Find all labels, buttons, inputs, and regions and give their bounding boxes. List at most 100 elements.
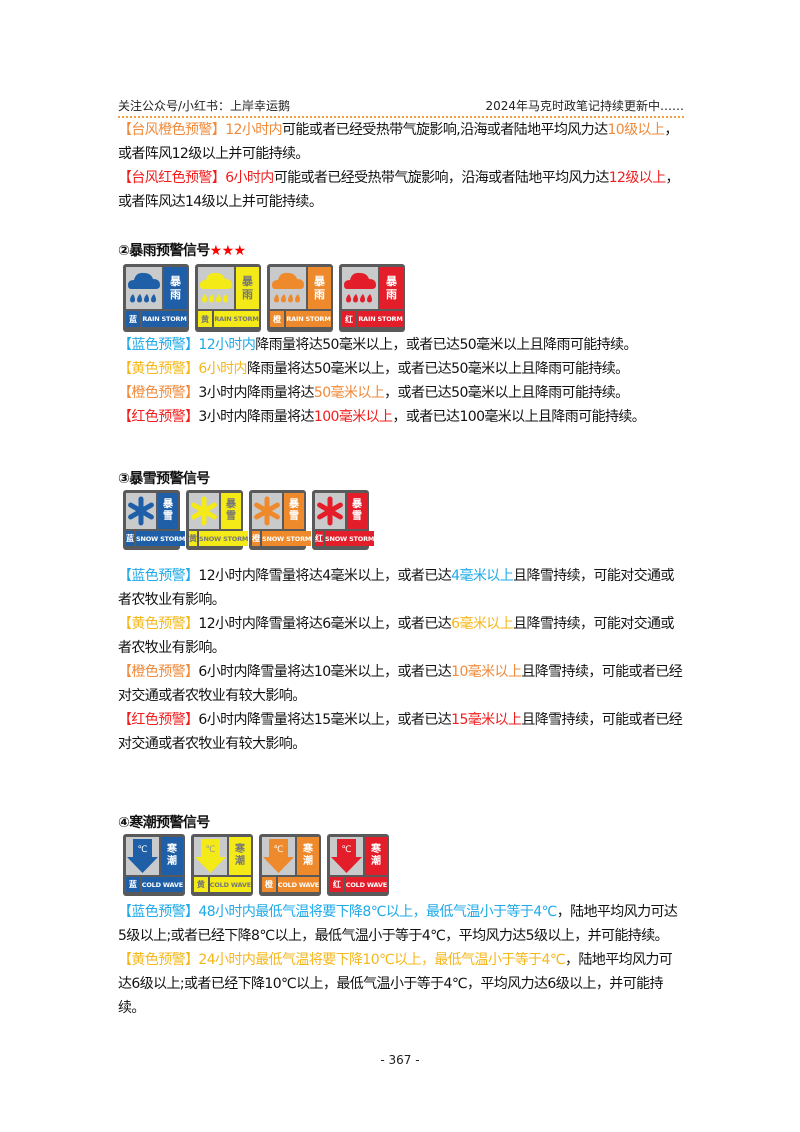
rainstorm-orange-signal-icon: 暴雨 橙 RAIN STORM	[267, 264, 333, 332]
typhoon-red-paragraph: 【台风红色预警】6小时内可能或者已经受热带气旋影响，沿海或者陆地平均风力达12级…	[118, 166, 684, 214]
svg-text:℃: ℃	[137, 845, 147, 855]
signal-level-cn: 蓝	[126, 311, 140, 327]
snowstorm-red-paragraph: 【红色预警】6小时内降雪量将达15毫米以上，或者已达15毫米以上且降雪持续，可能…	[118, 708, 684, 756]
snowstorm-orange-paragraph: 【橙色预警】6小时内降雪量将达10毫米以上，或者已达10毫米以上且降雪持续，可能…	[118, 660, 684, 708]
warning-text: ，或者已达50毫米以上且降雨可能持续。	[384, 385, 629, 401]
signal-name-cn: 暴雪	[347, 493, 367, 529]
signal-name-cn: 寒潮	[365, 837, 387, 875]
svg-text:℃: ℃	[205, 845, 215, 855]
signal-level-cn: 橙	[270, 311, 284, 327]
header-right-text: 2024年马克时政笔记持续更新中……	[485, 98, 684, 113]
warning-text: 12小时内降雪量将达6毫米以上，或者已达	[198, 616, 452, 632]
warning-highlight: 4毫米以上	[451, 568, 514, 584]
page-number: - 367 -	[380, 1053, 420, 1067]
rain-cloud-icon	[198, 267, 234, 309]
signal-level-bar: 红 RAIN STORM	[342, 311, 403, 327]
warning-text: 且降雪持续，可能或者已经对交通或者农牧业有较大影响。	[118, 664, 683, 704]
warning-highlight: 6毫米以上	[451, 616, 514, 632]
signal-level-cn: 黄	[198, 311, 212, 327]
coldwave-blue-paragraph: 【蓝色预警】48小时内最低气温将要下降8℃以上，最低气温小于等于4℃，陆地平均风…	[118, 900, 684, 948]
signal-name-cn: 寒潮	[161, 837, 183, 875]
signal-level-bar: 蓝 COLD WAVE	[126, 877, 183, 892]
signal-level-bar: 黄 COLD WAVE	[194, 877, 251, 892]
signal-level-cn: 蓝	[126, 531, 134, 546]
warning-highlight: 15毫米以上	[451, 712, 522, 728]
temperature-down-arrow-icon: ℃	[262, 837, 295, 875]
warning-text: 降雨量将达50毫米以上，或者已达50毫米以上且降雨可能持续。	[246, 361, 629, 377]
signal-name-en: SNOW STORM	[262, 531, 311, 546]
signal-level-bar: 橙 SNOW STORM	[252, 531, 311, 546]
rain-cloud-icon	[270, 267, 306, 309]
coldwave-red-signal-icon: ℃ 寒潮 红 COLD WAVE	[327, 834, 389, 896]
section-title-text: ④寒潮预警信号	[118, 815, 210, 831]
warning-tag: 【黄色预警】	[118, 952, 199, 968]
signal-name-cn: 寒潮	[229, 837, 251, 875]
signal-name-cn: 暴雨	[164, 267, 187, 309]
snowstorm-orange-signal-icon: 暴雪 橙 SNOW STORM	[249, 490, 311, 550]
signal-name-en: RAIN STORM	[142, 311, 187, 327]
signal-level-cn: 蓝	[126, 877, 140, 892]
signal-level-bar: 蓝 RAIN STORM	[126, 311, 187, 327]
warning-text: 且降雪持续，可能或者已经对交通或者农牧业有较大影响。	[118, 712, 683, 752]
warning-tag: 【蓝色预警】	[118, 568, 199, 584]
rainstorm-red-signal-icon: 暴雨 红 RAIN STORM	[339, 264, 405, 332]
svg-text:℃: ℃	[341, 845, 351, 855]
snowflake-icon	[189, 493, 219, 529]
warning-text: 降雨量将达50毫米以上，或者已达50毫米以上且降雨可能持续。	[255, 337, 637, 353]
warning-text: 且降雪持续，可能对交通或者农牧业有影响。	[118, 616, 674, 656]
warning-tag: 【蓝色预警】	[118, 337, 199, 353]
warning-text: ，陆地平均风力可达6级以上;或者已经下降10℃以上，最低气温小于等于4℃，平均风…	[118, 952, 673, 1016]
signal-name-en: SNOW STORM	[199, 531, 248, 546]
coldwave-yellow-paragraph: 【黄色预警】24小时内最低气温将要下降10℃以上，最低气温小于等于4℃，陆地平均…	[118, 948, 684, 1020]
snowstorm-yellow-signal-icon: 暴雪 黄 SNOW STORM	[186, 490, 248, 550]
section-title-text: ③暴雪预警信号	[118, 471, 210, 487]
coldwave-blue-signal-icon: ℃ 寒潮 蓝 COLD WAVE	[123, 834, 185, 896]
signal-name-en: COLD WAVE	[209, 877, 251, 892]
warning-text: 12小时内降雪量将达4毫米以上，或者已达	[198, 568, 452, 584]
signal-name-cn: 寒潮	[297, 837, 319, 875]
snowstorm-signal-icons: 暴雪 蓝 SNOW STORM 暴雪 黄 SNOW STORM 暴雪 橙 SN	[123, 490, 374, 550]
rainstorm-section-title: ②暴雨预警信号★★★	[118, 240, 246, 260]
warning-text: ，陆地平均风力可达5级以上;或者已经下降8℃以上，最低气温小于等于4℃，平均风力…	[118, 904, 678, 944]
warning-text: 可能或者已经受热带气旋影响，沿海或者陆地平均风力达	[273, 170, 610, 186]
warning-tag: 【蓝色预警】	[118, 904, 199, 920]
signal-level-cn: 橙	[262, 877, 276, 892]
warning-tag: 【台风红色预警】	[118, 170, 226, 186]
signal-level-bar: 红 COLD WAVE	[330, 877, 387, 892]
signal-level-bar: 红 SNOW STORM	[315, 531, 374, 546]
signal-level-cn: 黄	[194, 877, 208, 892]
warning-highlight: 24小时内最低气温将要下降10℃以上，最低气温小于等于4℃	[198, 952, 565, 968]
warning-tag: 【橙色预警】	[118, 385, 199, 401]
rainstorm-blue-paragraph: 【蓝色预警】12小时内降雨量将达50毫米以上，或者已达50毫米以上且降雨可能持续…	[118, 333, 684, 357]
signal-level-cn: 橙	[252, 531, 260, 546]
header-divider	[118, 116, 684, 118]
temperature-down-arrow-icon: ℃	[194, 837, 227, 875]
warning-time: 6小时内	[225, 170, 274, 186]
rainstorm-blue-signal-icon: 暴雨 蓝 RAIN STORM	[123, 264, 189, 332]
signal-name-en: COLD WAVE	[141, 877, 183, 892]
warning-highlight: 50毫米以上	[313, 385, 385, 401]
header-left-text: 关注公众号/小红书：上岸幸运鹅	[118, 98, 291, 113]
rainstorm-yellow-signal-icon: 暴雨 黄 RAIN STORM	[195, 264, 261, 332]
coldwave-orange-signal-icon: ℃ 寒潮 橙 COLD WAVE	[259, 834, 321, 896]
warning-highlight: 10毫米以上	[451, 664, 522, 680]
typhoon-orange-paragraph: 【台风橙色预警】12小时内可能或者已经受热带气旋影响,沿海或者陆地平均风力达10…	[118, 118, 684, 166]
snowstorm-yellow-paragraph: 【黄色预警】12小时内降雪量将达6毫米以上，或者已达6毫米以上且降雪持续，可能对…	[118, 612, 684, 660]
importance-stars: ★★★	[209, 243, 246, 259]
warning-tag: 【黄色预警】	[118, 361, 199, 377]
warning-text: ，或者已达100毫米以上且降雨可能持续。	[392, 409, 646, 425]
snowstorm-section-title: ③暴雪预警信号	[118, 468, 210, 488]
signal-level-cn: 红	[342, 311, 356, 327]
signal-level-bar: 黄 SNOW STORM	[189, 531, 248, 546]
warning-tag: 【红色预警】	[118, 712, 199, 728]
signal-name-en: RAIN STORM	[286, 311, 331, 327]
warning-tag: 【台风橙色预警】	[118, 122, 226, 138]
rainstorm-signal-icons: 暴雨 蓝 RAIN STORM 暴雨 黄 RAIN STORM 暴雨 橙	[123, 264, 405, 332]
section-title-text: ②暴雨预警信号	[118, 243, 210, 259]
coldwave-yellow-signal-icon: ℃ 寒潮 黄 COLD WAVE	[191, 834, 253, 896]
warning-text: ，或者阵风达14级以上并可能持续。	[118, 170, 680, 210]
warning-time: 12小时内	[225, 122, 283, 138]
signal-level-cn: 黄	[189, 531, 197, 546]
rain-cloud-icon	[126, 267, 162, 309]
